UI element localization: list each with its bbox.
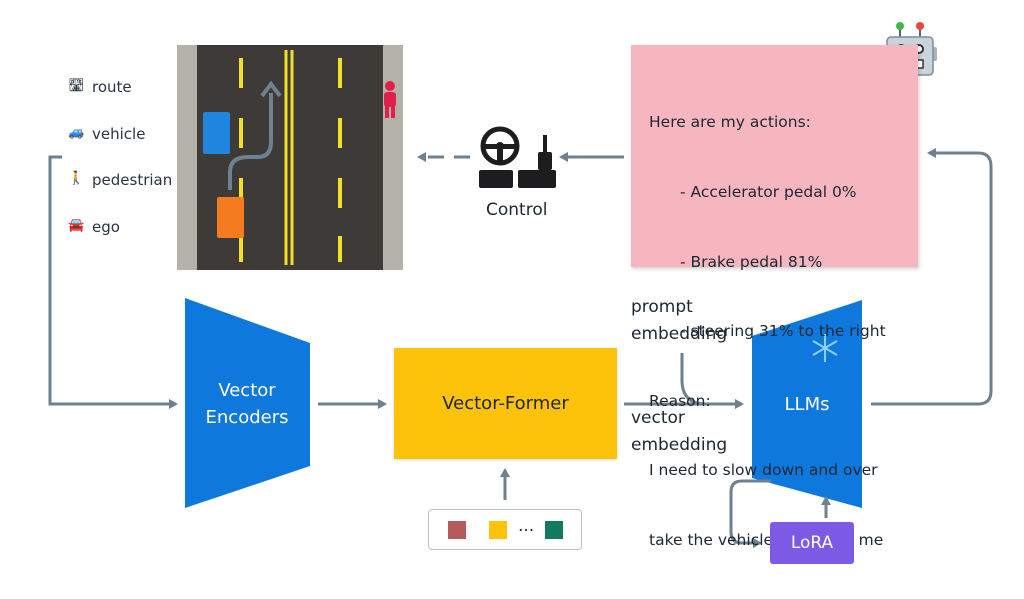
pipeline-diagram <box>48 22 993 548</box>
query-tokens: ... <box>428 509 582 550</box>
route-path <box>228 93 273 190</box>
road-shoulder-right <box>383 45 403 270</box>
other-vehicle <box>203 112 230 154</box>
arrow-inputs-to-encoder <box>48 155 178 409</box>
legend-label: pedestrian <box>92 171 173 189</box>
vector-encoders-block <box>185 298 310 508</box>
reason-line: I need to slow down and over <box>649 461 878 480</box>
label-line: prompt <box>631 297 693 317</box>
lora-block: LoRA <box>770 522 854 564</box>
route-arrowhead <box>260 80 282 98</box>
vector-former-label: Vector-Former <box>442 393 569 414</box>
legend-item-route: 🛣 route <box>68 78 172 125</box>
vector-encoders-label: Vector Encoders <box>195 377 299 431</box>
actions-header: Here are my actions: <box>649 113 811 132</box>
action-item: - Brake pedal 81% <box>680 252 823 271</box>
route-icon: 🛣 <box>68 78 85 93</box>
token-square <box>489 521 507 539</box>
legend-item-vehicle: 🚙 vehicle <box>68 125 172 172</box>
llm-label: LLMs <box>784 394 830 415</box>
action-item: - Accelerator pedal 0% <box>680 183 857 202</box>
prompt-embedding-label: prompt embedding <box>631 294 727 348</box>
encoder-label-line: Vector <box>218 380 276 401</box>
arrow-llm-to-actions <box>871 148 993 406</box>
scene-legend: 🛣 route 🚙 vehicle 🚶 pedestrian 🚘 ego <box>68 78 172 264</box>
vector-embedding-label: vector embedding <box>631 405 727 459</box>
llm-output-box: Here are my actions: - Accelerator pedal… <box>631 45 918 549</box>
token-square <box>545 521 563 539</box>
label-line: embedding <box>631 435 728 455</box>
control-label: Control <box>486 200 548 220</box>
vector-former-block: Vector-Former <box>394 348 617 459</box>
legend-item-ego: 🚘 ego <box>68 218 172 265</box>
reason-label: Reason: <box>649 391 711 410</box>
legend-label: ego <box>92 217 120 236</box>
arrow-llm-to-lora <box>729 479 771 548</box>
flow-arrows <box>48 148 993 548</box>
label-line: embedding <box>631 324 728 344</box>
token-square <box>448 521 466 539</box>
road-scene <box>177 45 403 270</box>
legend-label: route <box>92 78 132 96</box>
legend-label: vehicle <box>92 124 146 143</box>
pedestrian-figure <box>384 81 396 118</box>
arrow-prompt-merge <box>680 353 707 406</box>
legend-item-pedestrian: 🚶 pedestrian <box>68 171 172 218</box>
frozen-snowflake-icon <box>812 334 838 362</box>
token-ellipsis: ... <box>518 516 535 536</box>
label-line: vector <box>631 408 685 428</box>
encoder-label-line: Encoders <box>205 407 289 428</box>
action-item: - steering 31% to the right <box>680 322 886 341</box>
ego-car-icon: 🚘 <box>68 217 85 233</box>
vehicle-icon: 🚙 <box>68 124 85 140</box>
road-shoulder-left <box>177 45 197 270</box>
lora-label: LoRA <box>790 533 834 553</box>
lane-dashes <box>239 58 342 262</box>
steering-control-icon <box>479 126 556 188</box>
llm-block <box>752 300 862 508</box>
ego-vehicle <box>217 197 244 238</box>
pedestrian-icon: 🚶 <box>68 171 85 186</box>
